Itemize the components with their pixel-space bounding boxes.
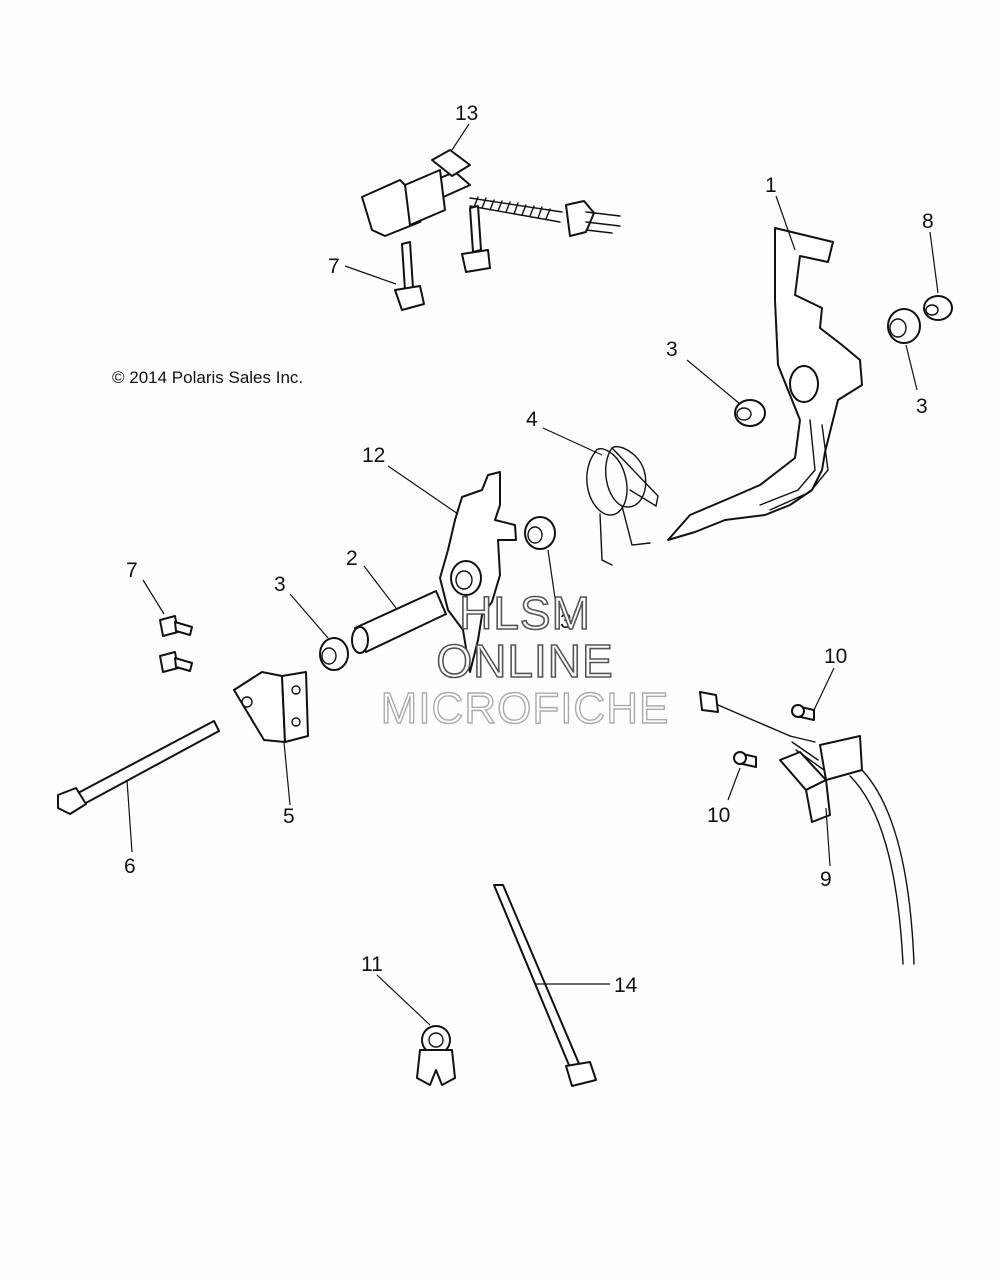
callout-13: 13 xyxy=(455,102,478,125)
part-4-spring xyxy=(586,446,659,566)
callout-6: 6 xyxy=(124,855,136,878)
callout-4: 4 xyxy=(526,408,538,431)
part-5-bracket xyxy=(233,671,309,743)
callout-3-middle: 3 xyxy=(666,338,678,361)
watermark-line-1: HLSM xyxy=(458,586,591,640)
part-12-lever xyxy=(439,471,517,673)
watermark-line-3: MICROFICHE xyxy=(380,683,670,733)
callout-5: 5 xyxy=(283,805,295,828)
part-14-cable-tie xyxy=(493,884,597,1087)
part-10-rivets xyxy=(733,704,815,768)
part-3-bushing-upper-right xyxy=(887,308,921,344)
callout-2: 2 xyxy=(346,547,358,570)
callout-7-lower: 7 xyxy=(126,559,138,582)
callout-8: 8 xyxy=(922,210,934,233)
callout-12: 12 xyxy=(362,444,385,467)
part-7-bolts-lower xyxy=(159,615,193,673)
part-9-cable-assembly xyxy=(699,691,915,965)
part-11-clip xyxy=(416,1025,456,1086)
watermark-line-2: ONLINE xyxy=(436,634,614,688)
part-2-tube xyxy=(351,590,447,654)
part-6-long-bolt xyxy=(57,720,220,815)
callout-14: 14 xyxy=(614,974,638,997)
part-13-switch-assembly xyxy=(361,149,621,237)
leader-lines xyxy=(126,123,939,1026)
callout-labels: 13 1 8 7 3 3 4 12 2 7 3 3 10 10 5 6 9 11… xyxy=(124,102,934,997)
part-7-bolts-upper xyxy=(394,205,491,311)
callout-7-upper: 7 xyxy=(328,255,340,278)
part-3-bushing-lever xyxy=(524,516,556,550)
part-1-brake-pedal xyxy=(667,227,863,541)
callout-1: 1 xyxy=(765,174,777,197)
copyright-notice: © 2014 Polaris Sales Inc. xyxy=(112,368,304,387)
part-8-bushing xyxy=(923,295,953,321)
part-3-bushing-upper-middle xyxy=(734,399,766,427)
callout-10-upper: 10 xyxy=(824,645,847,668)
part-3-bushing-left xyxy=(319,637,349,671)
callout-3-right: 3 xyxy=(916,395,928,418)
callout-9: 9 xyxy=(820,868,832,891)
callout-10-lower: 10 xyxy=(707,804,730,827)
callout-3-left: 3 xyxy=(274,573,286,596)
callout-3-lever: 3 xyxy=(560,610,572,633)
callout-11: 11 xyxy=(361,953,383,976)
